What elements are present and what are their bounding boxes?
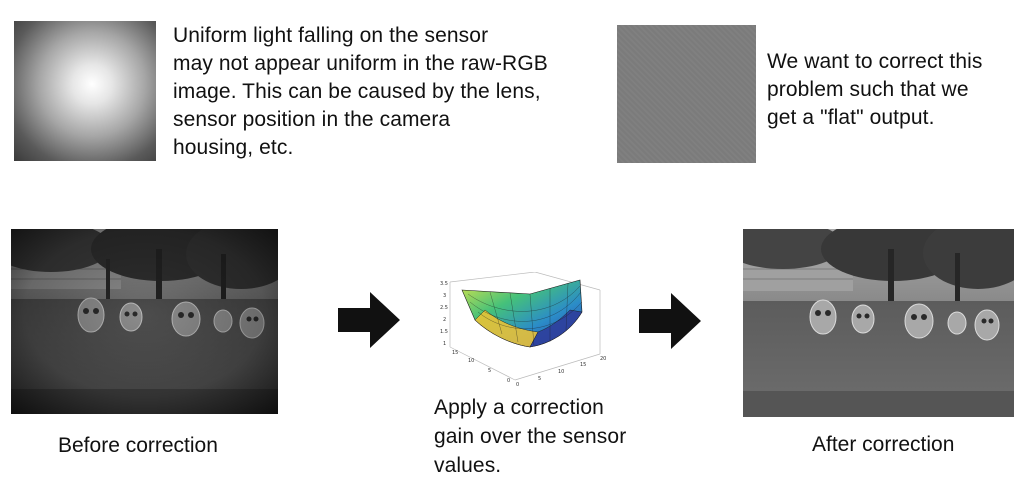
before-correction-caption: Before correction [58, 434, 218, 457]
apply-correction-caption: Apply a correction gain over the sensor … [434, 396, 627, 477]
y-tick-label: 5 [488, 368, 491, 374]
x-tick-label: 0 [516, 382, 519, 388]
z-tick-label: 1.5 [440, 329, 448, 335]
z-tick-label: 1 [443, 341, 446, 347]
y-tick-label: 10 [468, 358, 474, 364]
right-arrow-icon [639, 293, 701, 354]
x-tick-label: 20 [600, 356, 606, 362]
y-tick-label: 15 [452, 350, 458, 356]
z-tick-label: 2 [443, 317, 446, 323]
before-correction-photo [11, 229, 278, 414]
x-tick-label: 5 [538, 376, 541, 382]
right-arrow-icon [338, 292, 400, 353]
vignetted-sensor-image [14, 21, 156, 161]
after-correction-photo [743, 229, 1014, 417]
x-tick-label: 10 [558, 369, 564, 375]
z-tick-label: 3 [443, 293, 446, 299]
x-tick-label: 15 [580, 362, 586, 368]
correction-gain-surface-plot: 3.5 3 2.5 2 1.5 1 15 10 5 0 0 5 10 15 20 [430, 271, 630, 390]
z-tick-label: 3.5 [440, 281, 448, 287]
after-correction-caption: After correction [812, 433, 955, 456]
goal-explanation-text: We want to correct this problem such tha… [767, 50, 983, 129]
z-tick-label: 2.5 [440, 305, 448, 311]
vignetting-explanation-text: Uniform light falling on the sensor may … [173, 24, 548, 159]
y-tick-label: 0 [507, 378, 510, 384]
flat-output-image [617, 25, 756, 163]
